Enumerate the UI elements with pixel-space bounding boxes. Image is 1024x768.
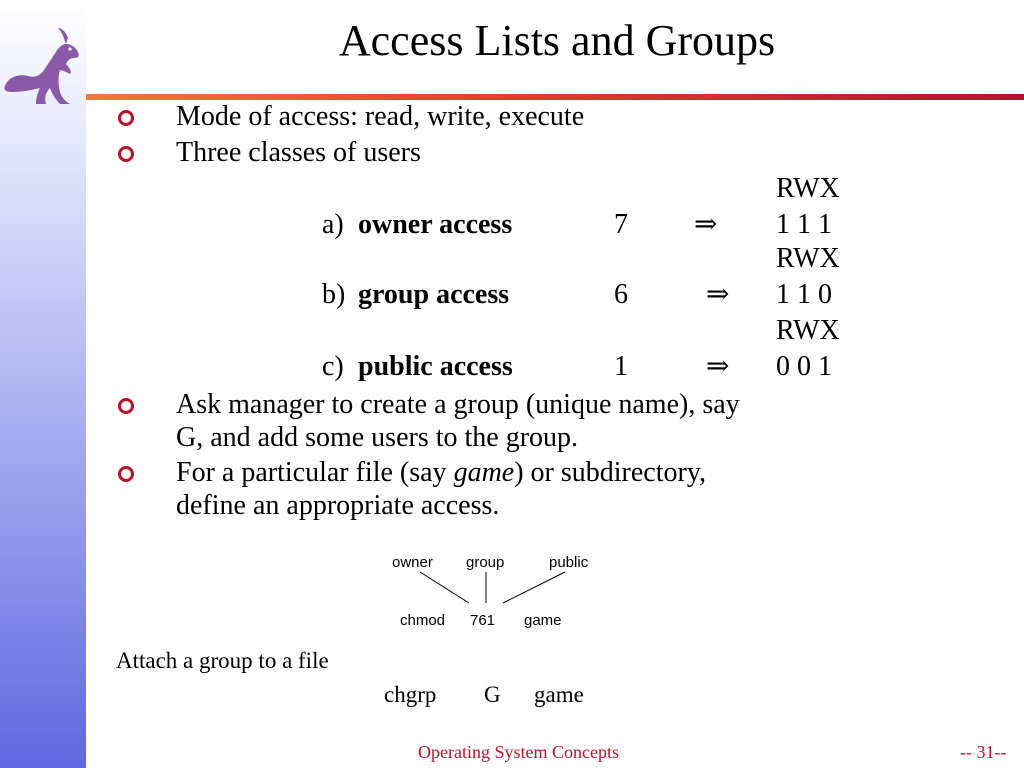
- row-letter: b): [322, 279, 346, 310]
- bullet-text: Mode of access: read, write, execute: [176, 101, 585, 132]
- row-bits: 1 1 0: [776, 279, 832, 310]
- rwx-header: RWX: [776, 315, 840, 346]
- rwx-header: RWX: [776, 243, 840, 274]
- label-group: group: [466, 554, 505, 571]
- row-letter: a): [322, 209, 344, 240]
- implies-arrow: ⇒: [706, 351, 730, 382]
- row-letter: c): [322, 351, 344, 382]
- implies-arrow: ⇒: [694, 209, 718, 240]
- cmd-mode: 761: [470, 612, 496, 629]
- bullet-text-line1: For a particular file (say game) or subd…: [176, 457, 707, 488]
- sidebar-gradient: [0, 0, 86, 768]
- row-name: public access: [358, 351, 513, 382]
- bullet-icon: [118, 466, 134, 482]
- page-number: -- 31--: [960, 742, 1007, 762]
- dinosaur-logo: [4, 28, 79, 104]
- italic-filename: game: [453, 457, 515, 488]
- row-bits: 1 1 1: [776, 209, 832, 240]
- bullet-text-line2: G, and add some users to the group.: [176, 422, 579, 453]
- attach-text: Attach a group to a file: [116, 648, 329, 673]
- row-name: owner access: [358, 209, 513, 240]
- chgrp-group: G: [484, 682, 501, 707]
- cmd-chmod: chmod: [400, 612, 446, 629]
- bullet-text: Three classes of users: [176, 137, 421, 168]
- implies-arrow: ⇒: [706, 279, 730, 310]
- title-underline: [86, 94, 1024, 100]
- chgrp-file: game: [534, 682, 584, 707]
- label-owner: owner: [392, 554, 433, 571]
- row-digit: 7: [614, 209, 628, 240]
- bullet-text-line2: define an appropriate access.: [176, 490, 500, 521]
- rwx-header: RWX: [776, 173, 840, 204]
- row-digit: 6: [614, 279, 628, 310]
- bullet-text-line1: Ask manager to create a group (unique na…: [176, 389, 740, 420]
- bullet-icon: [118, 398, 134, 414]
- row-bits: 0 0 1: [776, 351, 832, 382]
- label-public: public: [549, 554, 589, 571]
- row-digit: 1: [614, 351, 628, 382]
- cmd-file: game: [524, 612, 562, 629]
- footer-title: Operating System Concepts: [418, 742, 619, 762]
- bullet-icon: [118, 146, 134, 162]
- chgrp-word: chgrp: [384, 682, 437, 707]
- bullet-icon: [118, 110, 134, 126]
- row-name: group access: [358, 279, 510, 310]
- slide-title: Access Lists and Groups: [338, 16, 776, 65]
